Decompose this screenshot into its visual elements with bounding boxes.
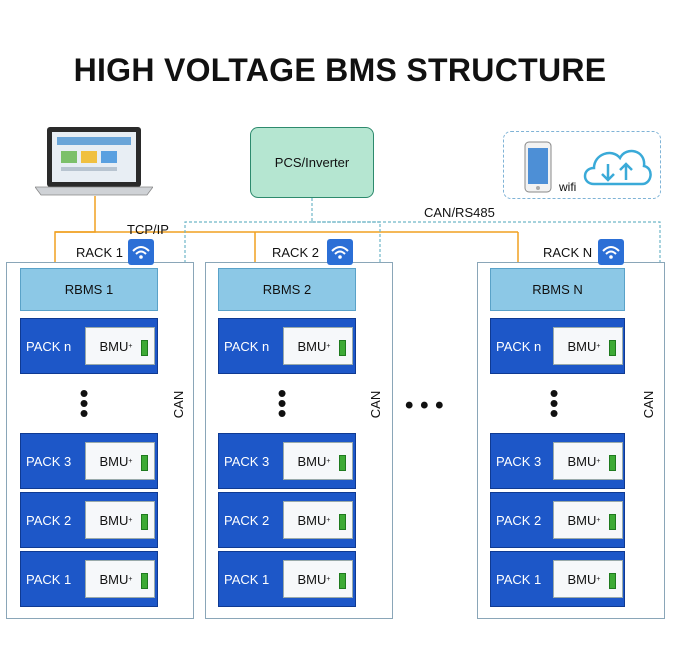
pack-label: PACK 2: [496, 512, 542, 528]
bmu-label: BMU: [99, 571, 129, 587]
page-title: HIGH VOLTAGE BMS STRUCTURE: [73, 52, 607, 88]
rack-label: RACK 2: [272, 245, 319, 260]
terminal-icon: [141, 340, 148, 356]
bmu-label: BMU: [297, 571, 327, 587]
bmu-module: BMU+: [283, 501, 353, 539]
terminal-icon: [339, 340, 346, 356]
bmu-label: BMU: [99, 512, 129, 528]
bmu-label: BMU: [297, 338, 327, 354]
bmu-module: BMU+: [283, 560, 353, 598]
pack-box: PACK n BMU+: [218, 318, 356, 374]
wifi-cloud-box: wifi: [503, 131, 661, 199]
pack-box: PACK 2 BMU+: [490, 492, 625, 548]
pack-label: PACK n: [26, 338, 72, 354]
rbms-label: RBMS 1: [64, 282, 114, 297]
cloud-sync-icon: [580, 140, 654, 197]
terminal-icon: [141, 455, 148, 471]
can-label: CAN: [641, 390, 657, 419]
terminal-icon: [609, 573, 616, 589]
rbms-label: RBMS N: [532, 282, 583, 297]
pack-box: PACK n BMU+: [20, 318, 158, 374]
tcpip-wires: [54, 196, 519, 265]
tcpip-label: TCP/IP: [127, 222, 169, 237]
bmu-module: BMU+: [553, 442, 623, 480]
can-label: CAN: [368, 390, 384, 419]
terminal-icon: [609, 514, 616, 530]
pack-box: PACK 1 BMU+: [218, 551, 356, 607]
pack-label: PACK 1: [26, 571, 72, 587]
rbms-box: RBMS 2: [218, 268, 356, 311]
bmu-module: BMU+: [85, 560, 155, 598]
rack-label: RACK N: [543, 245, 593, 260]
terminal-icon: [141, 514, 148, 530]
pack-label: PACK 3: [26, 453, 72, 469]
pack-label: PACK n: [496, 338, 542, 354]
rack-ellipsis: • • •: [405, 392, 444, 419]
pack-label: PACK 2: [26, 512, 72, 528]
vertical-ellipsis: •••: [277, 378, 287, 428]
bmu-label: BMU: [297, 512, 327, 528]
bmu-label: BMU: [567, 571, 597, 587]
pack-box: PACK 1 BMU+: [20, 551, 158, 607]
bmu-module: BMU+: [553, 501, 623, 539]
rbms-box: RBMS 1: [20, 268, 158, 311]
bmu-module: BMU+: [283, 327, 353, 365]
pack-box: PACK n BMU+: [490, 318, 625, 374]
bmu-module: BMU+: [85, 501, 155, 539]
pack-label: PACK 1: [224, 571, 270, 587]
pack-box: PACK 2 BMU+: [20, 492, 158, 548]
pack-box: PACK 1 BMU+: [490, 551, 625, 607]
pack-box: PACK 3 BMU+: [490, 433, 625, 489]
terminal-icon: [609, 340, 616, 356]
bmu-label: BMU: [297, 453, 327, 469]
pcs-inverter-label: PCS/Inverter: [274, 155, 350, 170]
bmu-label: BMU: [567, 338, 597, 354]
rbms-box: RBMS N: [490, 268, 625, 311]
terminal-icon: [141, 573, 148, 589]
pack-box: PACK 3 BMU+: [218, 433, 356, 489]
bmu-label: BMU: [567, 453, 597, 469]
pack-label: PACK 1: [496, 571, 542, 587]
wifi-icon: [128, 239, 154, 265]
pcs-inverter-box: PCS/Inverter: [250, 127, 374, 198]
can-label: CAN: [171, 390, 187, 419]
terminal-icon: [339, 573, 346, 589]
canrs485-label: CAN/RS485: [424, 205, 495, 220]
rbms-label: RBMS 2: [262, 282, 312, 297]
pack-label: PACK 3: [496, 453, 542, 469]
vertical-ellipsis: •••: [549, 378, 559, 428]
wifi-icon: [327, 239, 353, 265]
terminal-icon: [339, 514, 346, 530]
bmu-module: BMU+: [85, 442, 155, 480]
pack-box: PACK 3 BMU+: [20, 433, 158, 489]
rack-label: RACK 1: [76, 245, 123, 260]
vertical-ellipsis: •••: [79, 378, 89, 428]
phone-icon: [524, 141, 552, 198]
laptop-icon: [34, 125, 154, 197]
pack-label: PACK 3: [224, 453, 270, 469]
bmu-module: BMU+: [553, 327, 623, 365]
terminal-icon: [609, 455, 616, 471]
wifi-icon: [598, 239, 624, 265]
wifi-label: wifi: [559, 180, 577, 194]
bmu-module: BMU+: [283, 442, 353, 480]
bmu-label: BMU: [567, 512, 597, 528]
bmu-label: BMU: [99, 453, 129, 469]
bmu-label: BMU: [99, 338, 129, 354]
bmu-module: BMU+: [553, 560, 623, 598]
pack-label: PACK n: [224, 338, 270, 354]
bmu-module: BMU+: [85, 327, 155, 365]
pack-label: PACK 2: [224, 512, 270, 528]
terminal-icon: [339, 455, 346, 471]
pack-box: PACK 2 BMU+: [218, 492, 356, 548]
